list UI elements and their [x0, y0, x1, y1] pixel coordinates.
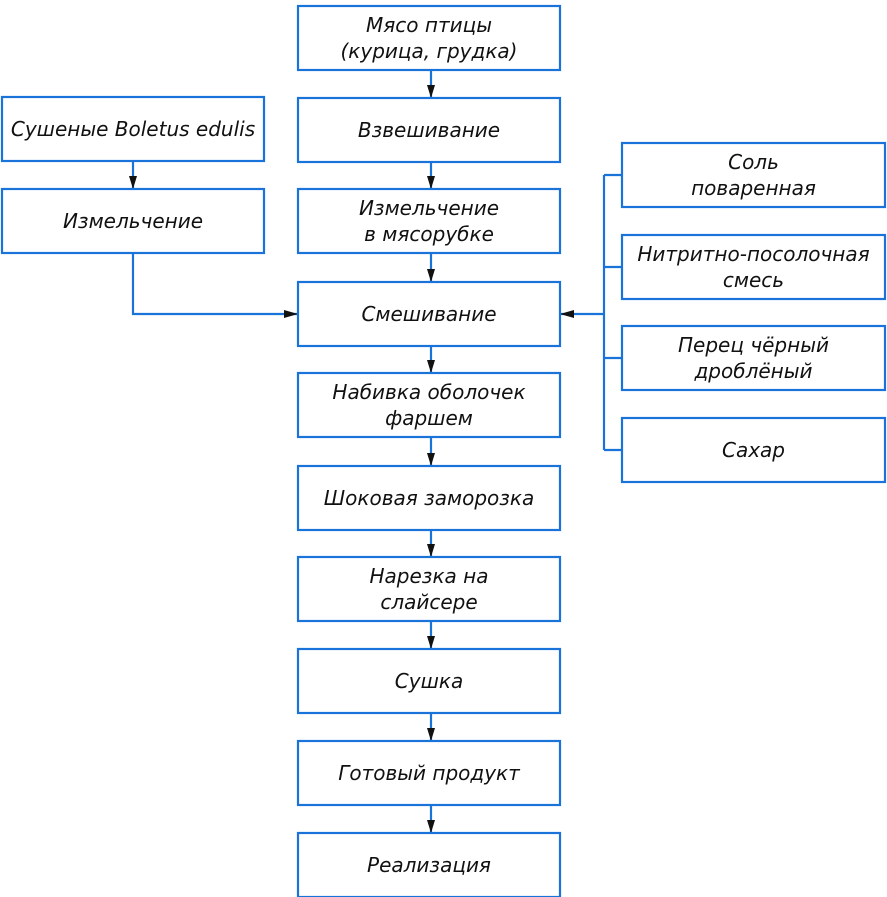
arrow-head-down — [427, 728, 435, 741]
node-box — [296, 464, 562, 532]
node-label: поваренная — [691, 176, 816, 200]
flow-nodes: Мясо птицы(курица, грудка) ВзвешиваниеИзм… — [0, 4, 887, 897]
node-label: Измельчение — [359, 196, 499, 220]
branch-to-mixing — [131, 253, 298, 316]
arrow-head-right — [284, 310, 298, 318]
node-label: Смешивание — [361, 302, 496, 326]
node-meat: Мясо птицы(курица, грудка) — [296, 4, 562, 72]
node-weighing: Взвешивание — [296, 96, 562, 164]
node-label: слайсере — [380, 590, 477, 614]
node-label: Набивка оболочек — [332, 380, 525, 404]
arrow-head-down — [427, 176, 435, 189]
node-box — [296, 4, 562, 72]
node-label: Готовый продукт — [338, 761, 521, 785]
node-box — [296, 280, 562, 348]
node-box — [296, 555, 562, 623]
node-label: в мясорубке — [364, 222, 494, 246]
node-product: Готовый продукт — [296, 739, 562, 807]
node-label: Реализация — [367, 853, 491, 877]
arrow-head-down — [427, 544, 435, 557]
node-label: Сушка — [395, 669, 463, 693]
node-box — [620, 324, 887, 392]
node-box — [296, 371, 562, 439]
node-box — [620, 233, 887, 301]
node-label: Мясо птицы — [366, 13, 492, 37]
node-label: (курица, грудка) — [340, 39, 517, 63]
node-drying: Сушка — [296, 647, 562, 715]
node-sugar: Сахар — [620, 416, 887, 484]
node-label: Измельчение — [63, 209, 203, 233]
node-label: дроблёный — [693, 359, 812, 383]
node-label: Перец чёрный — [678, 333, 829, 357]
node-freezing: Шоковая заморозка — [296, 464, 562, 532]
node-mixing: Смешивание — [296, 280, 562, 348]
node-box — [0, 187, 266, 255]
arrow-head-down — [427, 85, 435, 98]
arrow-head-left — [560, 310, 574, 318]
node-label: Шоковая заморозка — [324, 486, 535, 510]
node-box — [0, 95, 266, 163]
arrow-head-down — [427, 360, 435, 373]
arrow-head-down — [427, 453, 435, 466]
arrow-head-down — [427, 820, 435, 833]
node-label: Сахар — [722, 438, 785, 462]
node-label: смесь — [723, 268, 784, 292]
node-box — [296, 96, 562, 164]
node-box — [296, 739, 562, 807]
node-box — [620, 416, 887, 484]
node-label: Соль — [728, 150, 779, 174]
node-label: фаршем — [385, 406, 473, 430]
arrow-head-down — [427, 636, 435, 649]
arrow-head-down — [129, 176, 137, 189]
node-label: Взвешивание — [358, 118, 500, 142]
node-sale: Реализация — [296, 831, 562, 897]
node-label: Сушеные Boletus edulis — [11, 117, 255, 141]
node-box — [296, 831, 562, 897]
node-box — [620, 141, 887, 209]
arrow-head-down — [427, 269, 435, 282]
node-label: Нарезка на — [370, 564, 489, 588]
node-box — [296, 647, 562, 715]
node-label: Нитритно-посолочная — [637, 242, 869, 266]
node-mushroom-grinding: Измельчение — [0, 187, 266, 255]
node-mushroom: Сушеные Boletus edulis — [0, 95, 266, 163]
connectors — [129, 70, 622, 833]
node-box — [296, 187, 562, 255]
